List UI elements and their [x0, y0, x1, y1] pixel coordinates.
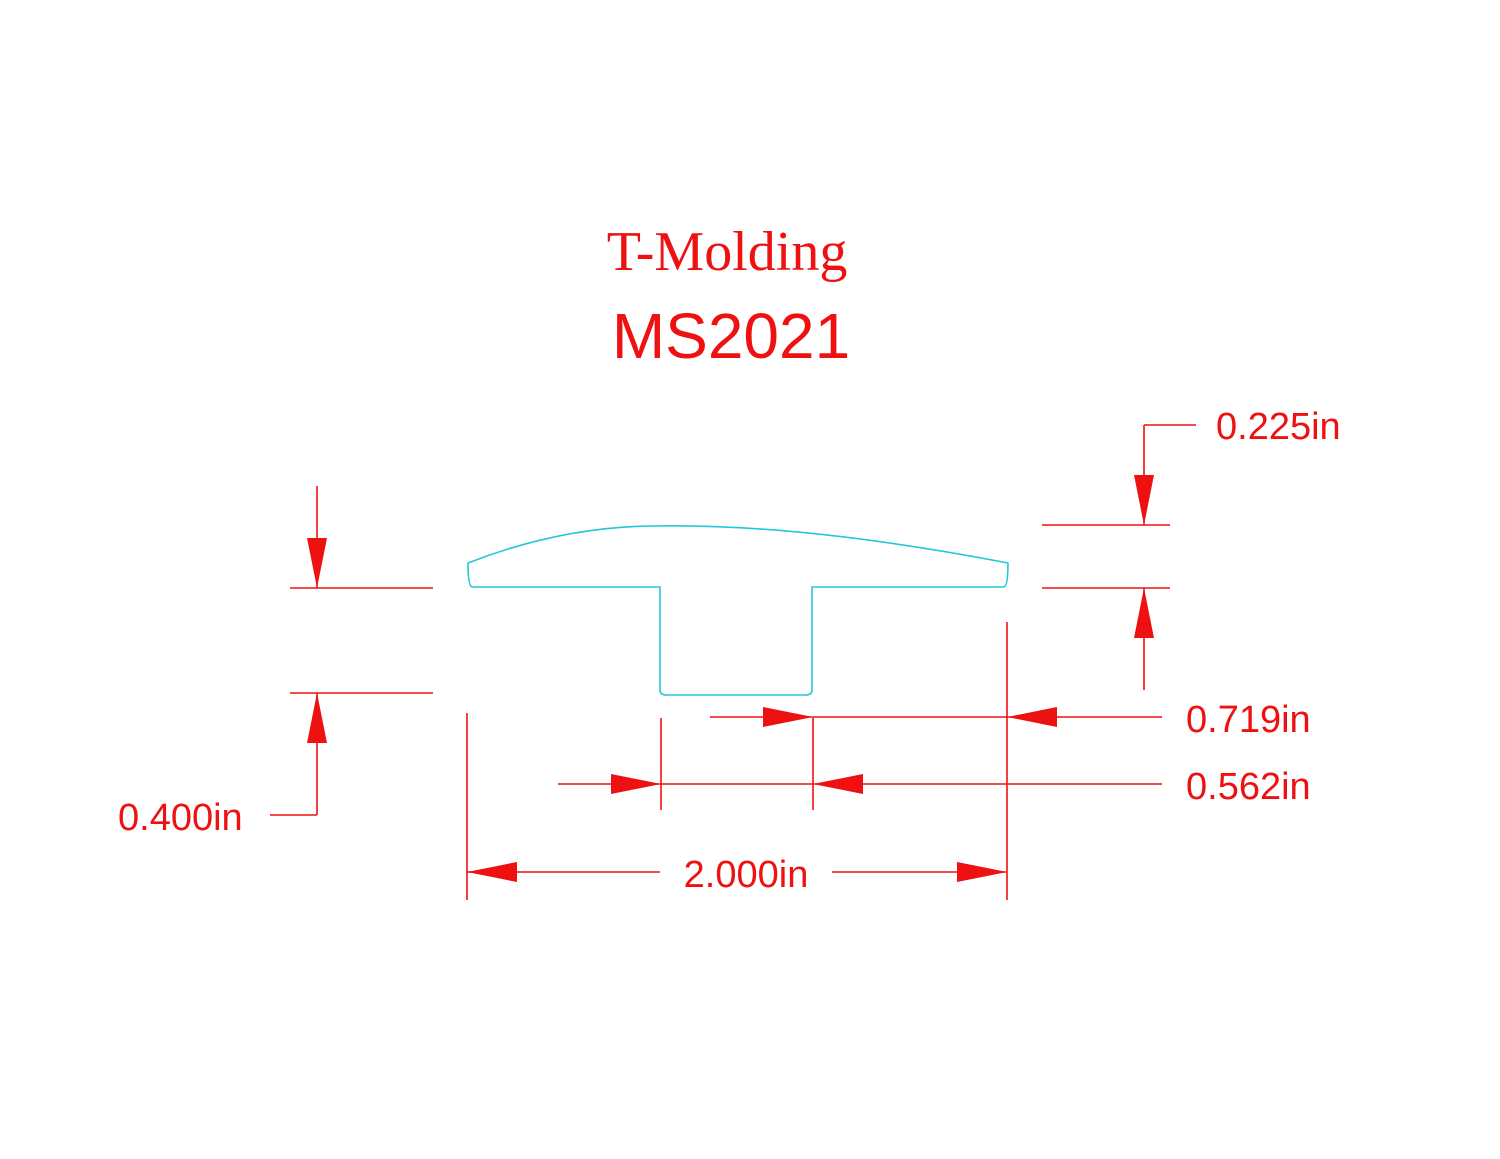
drawing-title: T-Molding	[607, 221, 848, 283]
dimension-label-overall-width: 2.000in	[684, 854, 809, 896]
dimension-label-stem-gap: 0.719in	[1186, 699, 1311, 741]
arrow-head-up	[1134, 588, 1154, 638]
part-number: MS2021	[612, 300, 850, 372]
dimension-label-cap-thickness: 0.225in	[1216, 406, 1341, 448]
dimension-stem-gap: 0.719in	[710, 699, 1311, 741]
arrow-head-down	[307, 538, 327, 588]
arrow-head-left	[1007, 707, 1057, 727]
arrow-head-down	[1134, 475, 1154, 525]
t-molding-profile	[467, 525, 1009, 696]
arrow-head-right	[957, 862, 1007, 882]
dimension-label-total-height: 0.400in	[118, 797, 243, 839]
dimension-cap-thickness: 0.225in	[1042, 406, 1341, 690]
arrow-head-left	[813, 774, 863, 794]
arrow-head-left	[467, 862, 517, 882]
dimension-overall-width: 2.000in	[467, 854, 1007, 896]
arrow-head-right	[763, 707, 813, 727]
dimension-total-height: 0.400in	[118, 486, 433, 839]
arrow-head-up	[307, 693, 327, 743]
dimension-stem-width: 0.562in	[558, 766, 1311, 808]
dimension-label-stem-width: 0.562in	[1186, 766, 1311, 808]
arrow-head-right	[611, 774, 661, 794]
